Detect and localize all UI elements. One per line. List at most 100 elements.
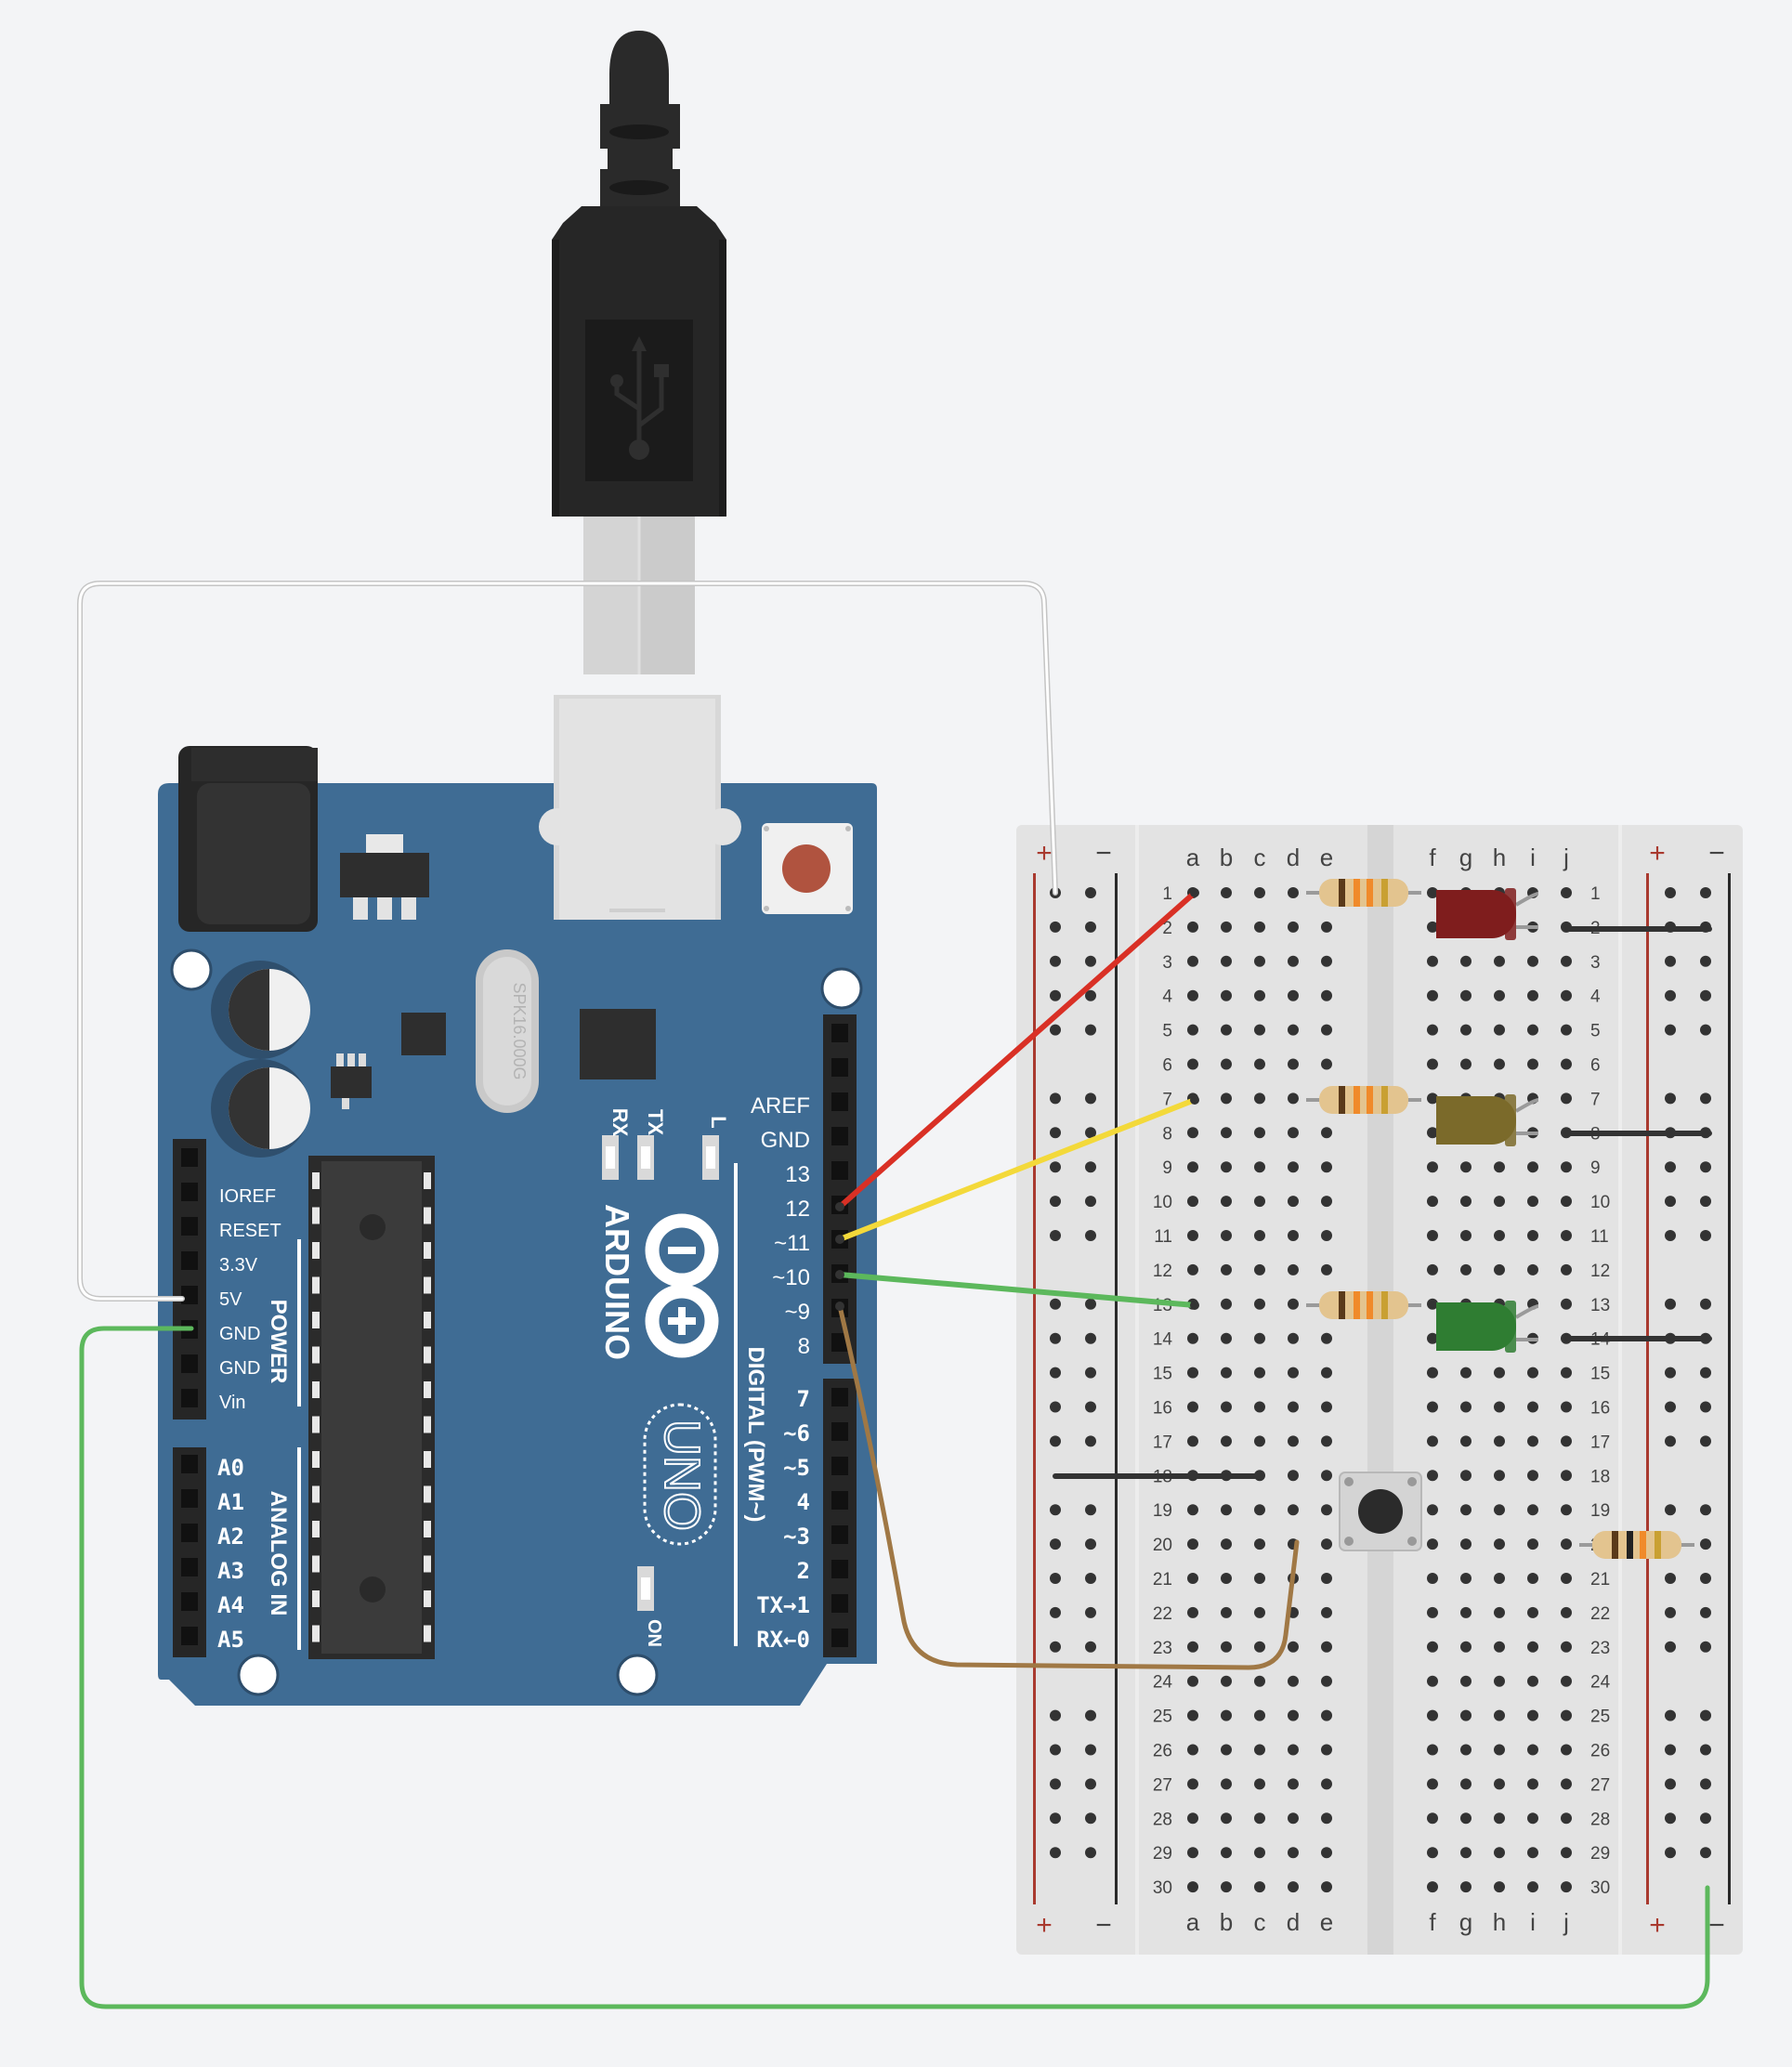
- row-label: 17: [1590, 1433, 1610, 1452]
- resistor[interactable]: [1579, 1531, 1694, 1559]
- wire-ends: [835, 888, 1199, 1311]
- row-label: 27: [1590, 1775, 1610, 1795]
- header-socket[interactable]: [831, 1457, 848, 1475]
- row-label: 7: [1162, 1090, 1172, 1109]
- arduino-uno-board[interactable]: SPK16.000G RX TX L ON ARDUINO UNO: [158, 695, 877, 1706]
- rx-label: RX: [608, 1108, 632, 1137]
- short-jumpers: [1053, 926, 1712, 1479]
- row-label: 25: [1153, 1707, 1172, 1727]
- row-label: 29: [1153, 1844, 1172, 1864]
- reset-button[interactable]: [762, 823, 853, 914]
- header-socket[interactable]: [831, 1594, 848, 1613]
- column-label: j: [1563, 844, 1569, 871]
- digital-pin-label: RX←0: [756, 1627, 810, 1653]
- row-label: 29: [1590, 1844, 1610, 1864]
- breadboard[interactable]: aabbccddeeffgghhiijj11223344556677889910…: [1016, 825, 1743, 1955]
- header-socket[interactable]: [181, 1251, 198, 1270]
- yellow-led[interactable]: [1436, 1094, 1539, 1146]
- header-socket[interactable]: [181, 1627, 198, 1645]
- red-wire[interactable]: [837, 890, 1197, 1210]
- header-socket[interactable]: [831, 1058, 848, 1077]
- header-socket[interactable]: [831, 1161, 848, 1180]
- header-socket[interactable]: [831, 1092, 848, 1111]
- resistor[interactable]: [1306, 1086, 1421, 1114]
- header-socket[interactable]: [181, 1286, 198, 1304]
- row-label: 8: [1162, 1124, 1172, 1144]
- header-socket[interactable]: [831, 1388, 848, 1406]
- column-label: c: [1254, 844, 1266, 871]
- analog-pin-label: A5: [217, 1627, 244, 1653]
- digital-pin-label: ~10: [772, 1265, 810, 1290]
- row-label: 12: [1153, 1262, 1172, 1281]
- usb-b-port: [539, 695, 741, 920]
- row-label: 10: [1590, 1193, 1610, 1212]
- header-socket[interactable]: [181, 1354, 198, 1373]
- header-socket[interactable]: [831, 1491, 848, 1510]
- power-pin-label: GND: [219, 1358, 260, 1379]
- row-label: 16: [1590, 1399, 1610, 1419]
- row-label: 24: [1153, 1673, 1173, 1693]
- header-socket[interactable]: [181, 1217, 198, 1236]
- header-socket[interactable]: [831, 1333, 848, 1352]
- digital-pin-label: ~9: [785, 1300, 810, 1325]
- row-label: 26: [1590, 1742, 1610, 1761]
- header-socket[interactable]: [181, 1183, 198, 1201]
- digital-pin-label: 13: [785, 1162, 810, 1187]
- row-label: 3: [1162, 953, 1172, 973]
- row-label: 28: [1153, 1810, 1172, 1829]
- row-label: 22: [1590, 1604, 1610, 1624]
- red-led[interactable]: [1436, 888, 1539, 940]
- crystal-label: SPK16.000G: [510, 982, 529, 1079]
- power-pin-label: Vin: [219, 1393, 246, 1413]
- header-socket[interactable]: [831, 1127, 848, 1145]
- on-label: ON: [644, 1619, 664, 1647]
- rail-plus-label: +: [1649, 838, 1666, 869]
- rail-plus-label: +: [1649, 1910, 1666, 1941]
- analog-pin-label: A2: [217, 1524, 244, 1550]
- header-socket[interactable]: [181, 1524, 198, 1542]
- row-label: 16: [1153, 1399, 1172, 1419]
- column-label: e: [1320, 1908, 1333, 1936]
- header-socket[interactable]: [831, 1422, 848, 1441]
- header-socket[interactable]: [831, 1525, 848, 1544]
- column-label: i: [1530, 1908, 1536, 1936]
- yellow-wire[interactable]: [837, 1097, 1197, 1242]
- row-label: 4: [1162, 988, 1172, 1007]
- header-socket[interactable]: [831, 1560, 848, 1578]
- analog-label: ANALOG IN: [266, 1491, 291, 1616]
- row-label: 6: [1590, 1056, 1601, 1076]
- row-label: 30: [1153, 1878, 1172, 1898]
- header-socket[interactable]: [181, 1455, 198, 1473]
- row-label: 17: [1153, 1433, 1172, 1452]
- row-label: 2: [1162, 919, 1172, 938]
- pushbutton[interactable]: [1339, 1472, 1422, 1551]
- column-label: h: [1493, 844, 1506, 871]
- row-label: 24: [1590, 1673, 1611, 1693]
- atmega-chip: [308, 1156, 435, 1659]
- resistor[interactable]: [1306, 879, 1421, 907]
- row-label: 27: [1153, 1775, 1172, 1795]
- row-label: 15: [1153, 1365, 1172, 1384]
- header-socket[interactable]: [181, 1148, 198, 1167]
- header-socket[interactable]: [181, 1592, 198, 1611]
- column-label: a: [1186, 1908, 1200, 1936]
- header-socket[interactable]: [181, 1558, 198, 1576]
- gnd-wire[interactable]: [79, 1326, 1710, 2009]
- usb-cable: [552, 31, 726, 674]
- digital-pin-label: ~11: [774, 1231, 810, 1256]
- digital-pin-label: GND: [761, 1128, 810, 1153]
- green-wire[interactable]: [837, 1272, 1197, 1308]
- row-label: 25: [1590, 1707, 1610, 1727]
- analog-pin-label: A4: [217, 1592, 244, 1618]
- analog-pin-label: A3: [217, 1558, 244, 1584]
- brown-wire[interactable]: [837, 1303, 1300, 1670]
- header-socket[interactable]: [181, 1389, 198, 1407]
- resistor[interactable]: [1306, 1291, 1421, 1319]
- row-label: 11: [1590, 1227, 1609, 1247]
- green-led[interactable]: [1436, 1301, 1539, 1353]
- header-socket[interactable]: [831, 1629, 848, 1647]
- power-pin-label: 3.3V: [219, 1255, 258, 1276]
- header-socket[interactable]: [831, 1024, 848, 1042]
- header-socket[interactable]: [181, 1489, 198, 1508]
